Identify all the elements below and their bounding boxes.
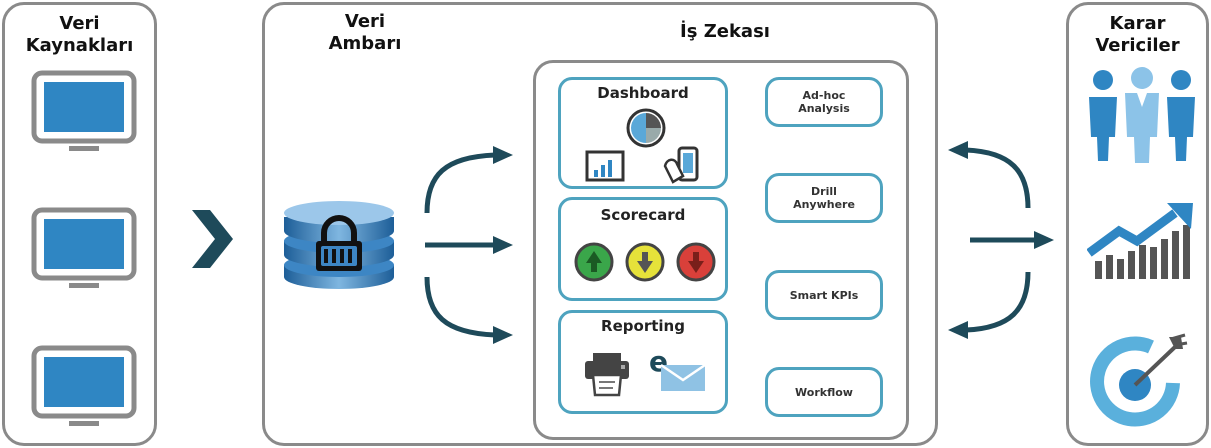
people-icon (1089, 67, 1195, 163)
target-icon (1090, 333, 1188, 427)
reporting-title: Reporting (601, 317, 685, 335)
decision-makers-title: Karar Vericiler (1095, 13, 1180, 56)
scorecard-neutral-indicator-icon (625, 242, 665, 282)
data-sources-panel: Veri Kaynakları (2, 2, 157, 446)
monitor-icon (31, 345, 137, 426)
data-sources-title: Veri Kaynakları (25, 13, 134, 56)
workflow-box: Workflow (765, 367, 883, 417)
chevron-right-icon (192, 210, 233, 268)
warehouse-title: Veri Ambarı (328, 11, 402, 54)
pie-chart-icon (626, 108, 666, 148)
reporting-box: Reporting e (558, 310, 728, 414)
locked-database-icon (284, 201, 394, 289)
decision-makers-panel: Karar Vericiler (1066, 2, 1209, 446)
scorecard-box: Scorecard (558, 197, 728, 301)
email-icon: e (649, 345, 706, 391)
warehouse-bi-panel: Veri Ambarı İş Zekası (262, 2, 938, 446)
bi-container (533, 60, 909, 440)
monitor-icon (31, 70, 137, 151)
bar-chart-icon (585, 150, 625, 182)
warehouse-to-bi-arrows (424, 146, 513, 344)
monitor-icon (31, 207, 137, 288)
scorecard-down-indicator-icon (676, 242, 716, 282)
dashboard-title: Dashboard (597, 84, 689, 102)
scorecard-title: Scorecard (600, 206, 686, 224)
smart-kpis-box: Smart KPIs (765, 270, 883, 320)
bi-decision-arrows (948, 141, 1054, 339)
touch-tablet-icon (663, 146, 699, 184)
bi-title: İş Zekası (680, 21, 770, 42)
scorecard-up-indicator-icon (574, 242, 614, 282)
printer-icon (585, 353, 629, 397)
dashboard-box: Dashboard (558, 77, 728, 189)
growth-chart-icon (1087, 203, 1193, 279)
